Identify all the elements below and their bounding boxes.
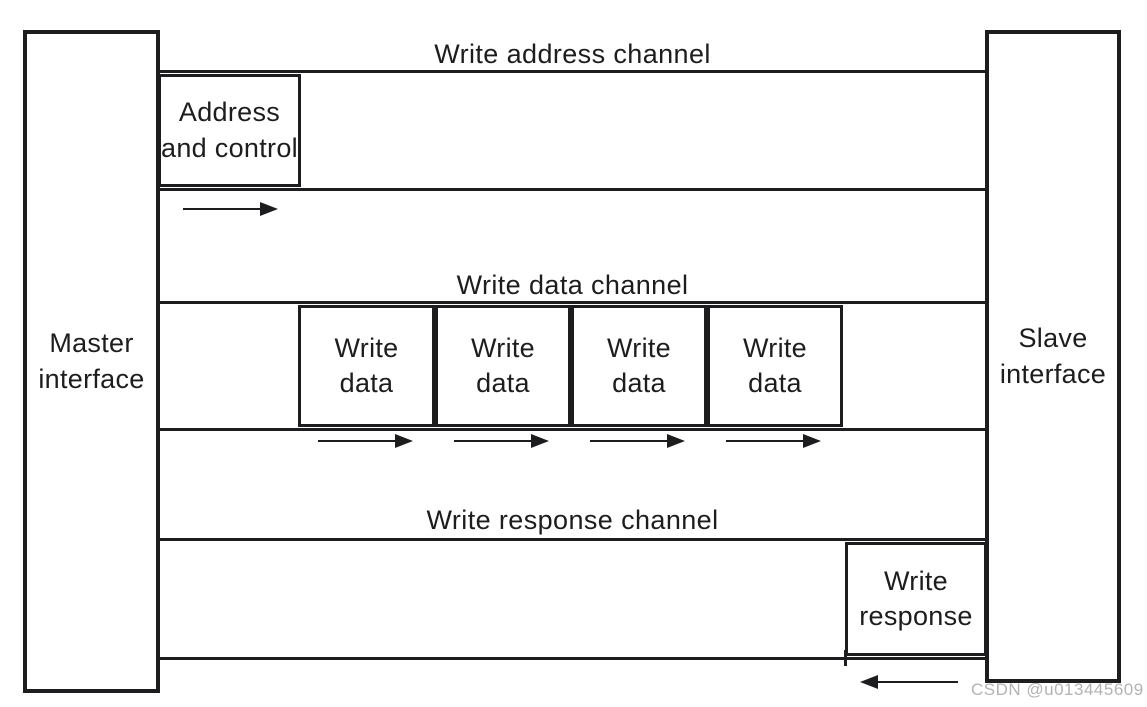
- write-response-box: Write response: [845, 542, 987, 656]
- write-data-label-1: Write data: [334, 332, 399, 398]
- write-data-flow-arrow-icon-3: [590, 434, 685, 448]
- csdn-watermark: CSDN @u013445609: [971, 680, 1144, 699]
- write-data-label-3: Write data: [606, 332, 671, 398]
- write-data-flow-arrow-icon-2: [454, 434, 549, 448]
- address-and-control-label: Address and control: [161, 97, 298, 163]
- response-box-tick-mark: [844, 650, 847, 666]
- write-data-label-2: Write data: [470, 332, 535, 398]
- slave-interface-label: Slave interface: [999, 323, 1107, 389]
- write-response-label: Write response: [859, 565, 973, 631]
- write-data-box-4: Write data: [707, 305, 843, 427]
- write-response-flow-arrow-icon: [860, 675, 958, 689]
- write-address-flow-arrow-icon: [183, 202, 278, 216]
- master-interface-box: Master interface: [23, 30, 160, 693]
- write-data-box-3: Write data: [571, 305, 707, 427]
- master-interface-label: Master interface: [38, 328, 145, 394]
- write-address-channel-title: Write address channel: [434, 39, 711, 69]
- write-data-flow-arrow-icon-4: [726, 434, 821, 448]
- write-response-channel-band: Write response: [158, 538, 987, 660]
- write-data-box-1: Write data: [298, 305, 435, 427]
- write-data-label-4: Write data: [742, 332, 807, 398]
- slave-interface-box: Slave interface: [985, 30, 1121, 683]
- write-data-channel-band: Write data Write data Write data Write d…: [158, 301, 987, 431]
- write-data-channel-title: Write data channel: [456, 270, 689, 300]
- write-data-box-2: Write data: [435, 305, 571, 427]
- write-address-channel-band: Address and control: [158, 70, 987, 191]
- address-and-control-box: Address and control: [158, 74, 301, 187]
- write-data-flow-arrow-icon-1: [318, 434, 413, 448]
- write-response-channel-title: Write response channel: [426, 505, 719, 535]
